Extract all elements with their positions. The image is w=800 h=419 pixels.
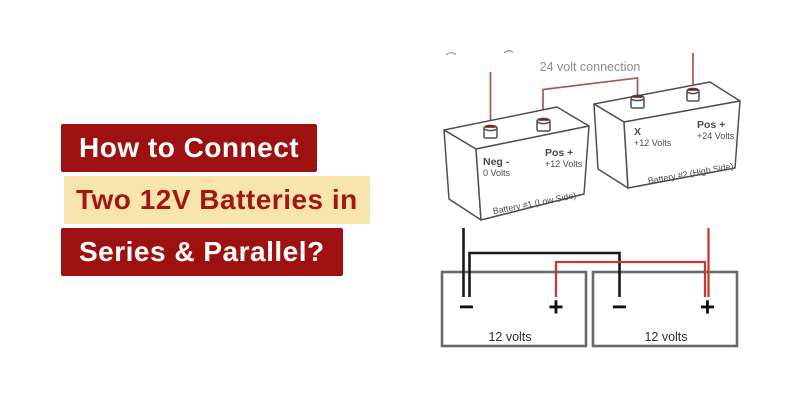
battery-2-3d xyxy=(593,81,741,189)
series-wires xyxy=(489,53,694,127)
terminal-symbols: − + − + xyxy=(459,292,715,322)
series-connection-diagram: 24 volt connection xyxy=(443,50,741,221)
negative-jumper-wire xyxy=(468,251,621,297)
battery-b-box xyxy=(591,270,739,348)
battery-2-front-face xyxy=(623,100,741,189)
battery-1-3d xyxy=(443,106,590,221)
headline-line-1: How to Connect xyxy=(61,124,318,172)
battery-a-box xyxy=(440,270,588,348)
battery-2-mid-label: X xyxy=(634,126,641,138)
battery-1-pos-label: Pos + xyxy=(545,147,573,159)
series-caption: 24 volt connection xyxy=(540,60,641,74)
battery-2-pos-voltage: +24 Volts xyxy=(697,131,735,141)
battery-a-neg-terminal: − xyxy=(459,292,474,322)
battery-b-pos-terminal: + xyxy=(700,292,715,322)
battery-1-neg-terminal xyxy=(483,124,498,139)
battery-b-label: 12 volts xyxy=(644,330,687,344)
cropped-artifact-mark xyxy=(503,50,514,54)
battery-1-neg-voltage: 0 Volts xyxy=(483,168,511,178)
battery-1-pos-voltage: +12 Volts xyxy=(545,159,583,169)
battery-b-neg-terminal: − xyxy=(612,292,627,322)
positive-jumper-wire xyxy=(554,260,707,297)
cropped-artifact-mark xyxy=(445,52,457,56)
battery-1-pos-terminal xyxy=(536,117,551,132)
series-link-wire xyxy=(542,77,639,121)
battery-2-mid-terminal xyxy=(630,94,645,109)
parallel-connection-diagram: − + − + 12 volts 12 volts xyxy=(440,228,739,348)
headline-line-3: Series & Parallel? xyxy=(61,228,343,276)
headline-line-2: Two 12V Batteries in xyxy=(64,176,370,224)
positive-wiring xyxy=(554,228,710,297)
battery-2-mid-voltage: +12 Volts xyxy=(634,138,672,148)
battery-2-pos-label: Pos + xyxy=(697,119,725,131)
battery-1-neg-label: Neg - xyxy=(483,156,510,168)
negative-wiring xyxy=(462,228,621,297)
battery-1-front-face xyxy=(475,125,590,221)
battery-a-pos-terminal: + xyxy=(548,292,563,322)
battery-wiring-diagram: 24 volt connection xyxy=(440,50,741,348)
battery-a-label: 12 volts xyxy=(488,330,531,344)
battery-2-pos-terminal xyxy=(686,87,700,102)
